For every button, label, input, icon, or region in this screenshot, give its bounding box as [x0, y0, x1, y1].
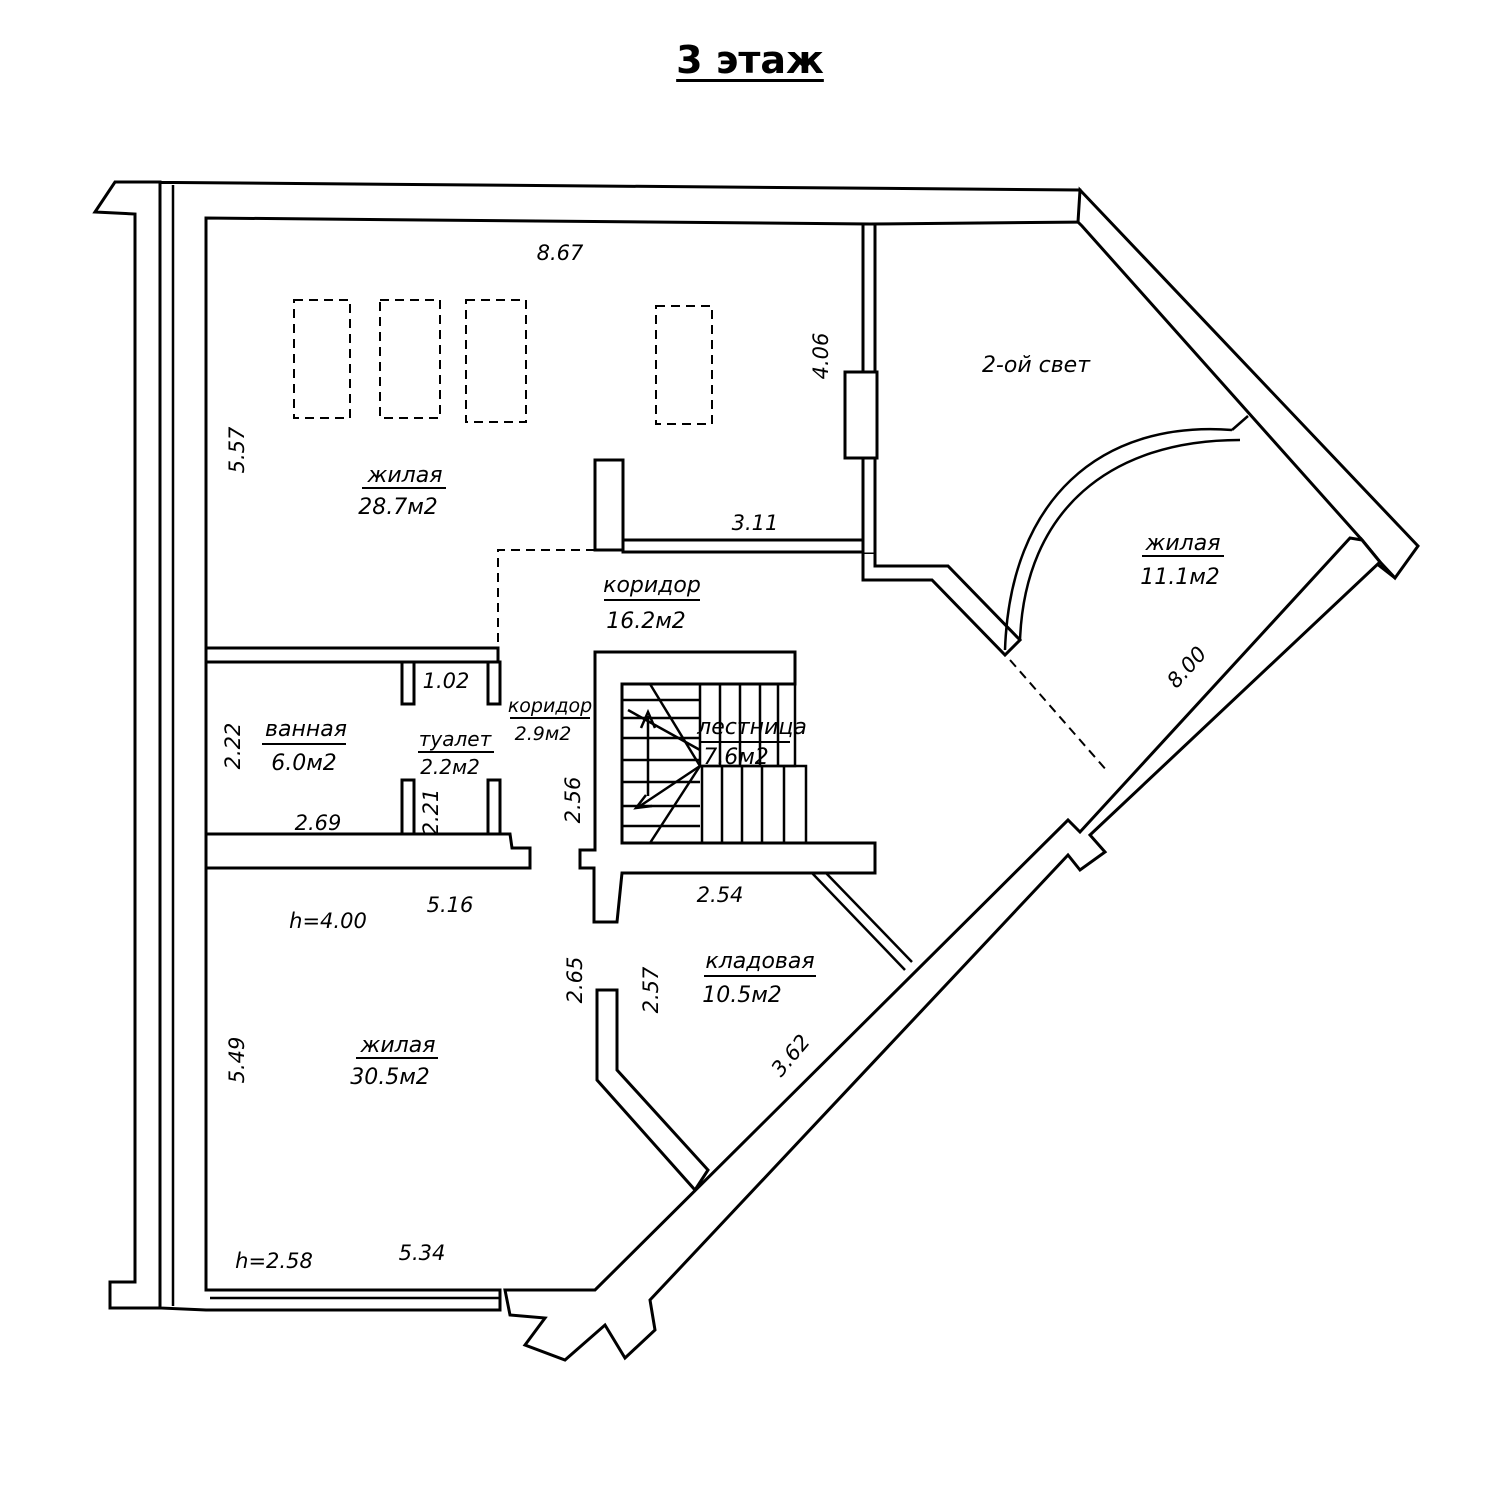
arc-wall-end	[1231, 415, 1249, 431]
label-living-bottom-name: жилая	[360, 1033, 436, 1058]
label-corridor-main-area: 16.2м2	[606, 609, 686, 634]
skylight-1	[293, 299, 351, 419]
label-corridor-main-name: коридор	[603, 573, 701, 598]
label-storage-name: кладовая	[705, 949, 814, 974]
arc-wall-outer	[1003, 427, 1233, 651]
wall-bath-top	[204, 646, 500, 664]
wall-toilet-right-stub	[486, 660, 502, 706]
wall-lower-l	[595, 988, 710, 1193]
label-bathroom-area: 6.0м2	[271, 751, 337, 776]
wall-bath-toilet-stub	[400, 660, 416, 706]
dashed-corridor-boundary	[497, 549, 595, 650]
label-corridor-small-name: коридор	[508, 695, 592, 717]
plan-title: 3 этаж	[676, 38, 824, 82]
dim-8-00: 8.00	[1162, 642, 1211, 693]
dim-2-54: 2.54	[697, 883, 744, 907]
dim-2-57: 2.57	[639, 966, 663, 1013]
label-stairs-name: лестница	[696, 715, 807, 740]
storage-wall-line	[811, 872, 906, 971]
dashed-living-boundary	[1009, 659, 1109, 773]
dim-2-69: 2.69	[295, 811, 342, 835]
dim-h-2-58: h=2.58	[235, 1249, 313, 1273]
stair-arrows	[627, 708, 701, 810]
label-living-right-area: 11.1м2	[1140, 565, 1220, 590]
wall-stairs	[578, 650, 877, 924]
dim-5-16: 5.16	[427, 893, 474, 917]
wall-bath-bottom	[204, 832, 532, 870]
dim-2-21: 2.21	[419, 789, 443, 836]
wall-toilet-left-lower	[400, 778, 416, 838]
label-bathroom-name: ванная	[265, 717, 347, 742]
dim-8-67: 8.67	[537, 241, 584, 265]
label-toilet-area: 2.2м2	[420, 755, 480, 779]
skylight-2	[379, 299, 441, 419]
outer-wall-left-strip	[92, 180, 162, 1310]
skylight-4	[655, 305, 713, 425]
dim-2-56: 2.56	[561, 777, 585, 824]
label-storage-area: 10.5м2	[702, 983, 782, 1008]
stair-treads	[622, 682, 808, 845]
wall-corridor-top	[621, 538, 865, 554]
label-living-bottom-area: 30.5м2	[350, 1065, 430, 1090]
dim-2-65: 2.65	[563, 957, 587, 1004]
label-stairs-area: 7.6м2	[703, 745, 769, 770]
dim-3-11: 3.11	[732, 511, 779, 535]
dim-5-49: 5.49	[225, 1037, 249, 1084]
dim-5-34: 5.34	[399, 1241, 446, 1265]
label-toilet-name: туалет	[419, 727, 493, 751]
dim-5-57: 5.57	[225, 426, 249, 473]
skylight-3	[465, 299, 527, 423]
label-corridor-small-area: 2.9м2	[515, 723, 572, 745]
wall-second-light-bottom	[861, 554, 1023, 658]
outer-wall-diagonal	[503, 536, 1383, 1362]
arc-wall-inner	[1018, 438, 1241, 641]
dim-h-4-00: h=4.00	[289, 909, 367, 933]
wall-stub-top	[593, 458, 625, 552]
window-wall-piece	[843, 370, 879, 460]
wall-toilet-right-lower	[486, 778, 502, 838]
outer-wall-top-right	[1076, 186, 1420, 581]
dim-4-06: 4.06	[809, 333, 833, 380]
label-living-top-area: 28.7м2	[358, 495, 438, 520]
storage-wall-line-2	[825, 872, 913, 963]
dim-1-02: 1.02	[423, 669, 470, 693]
label-living-right-name: жилая	[1145, 531, 1221, 556]
label-living-top-name: жилая	[367, 463, 443, 488]
dim-2-22: 2.22	[221, 723, 245, 770]
dim-3-62: 3.62	[766, 1030, 814, 1081]
label-second-light: 2-ой свет	[982, 353, 1091, 378]
